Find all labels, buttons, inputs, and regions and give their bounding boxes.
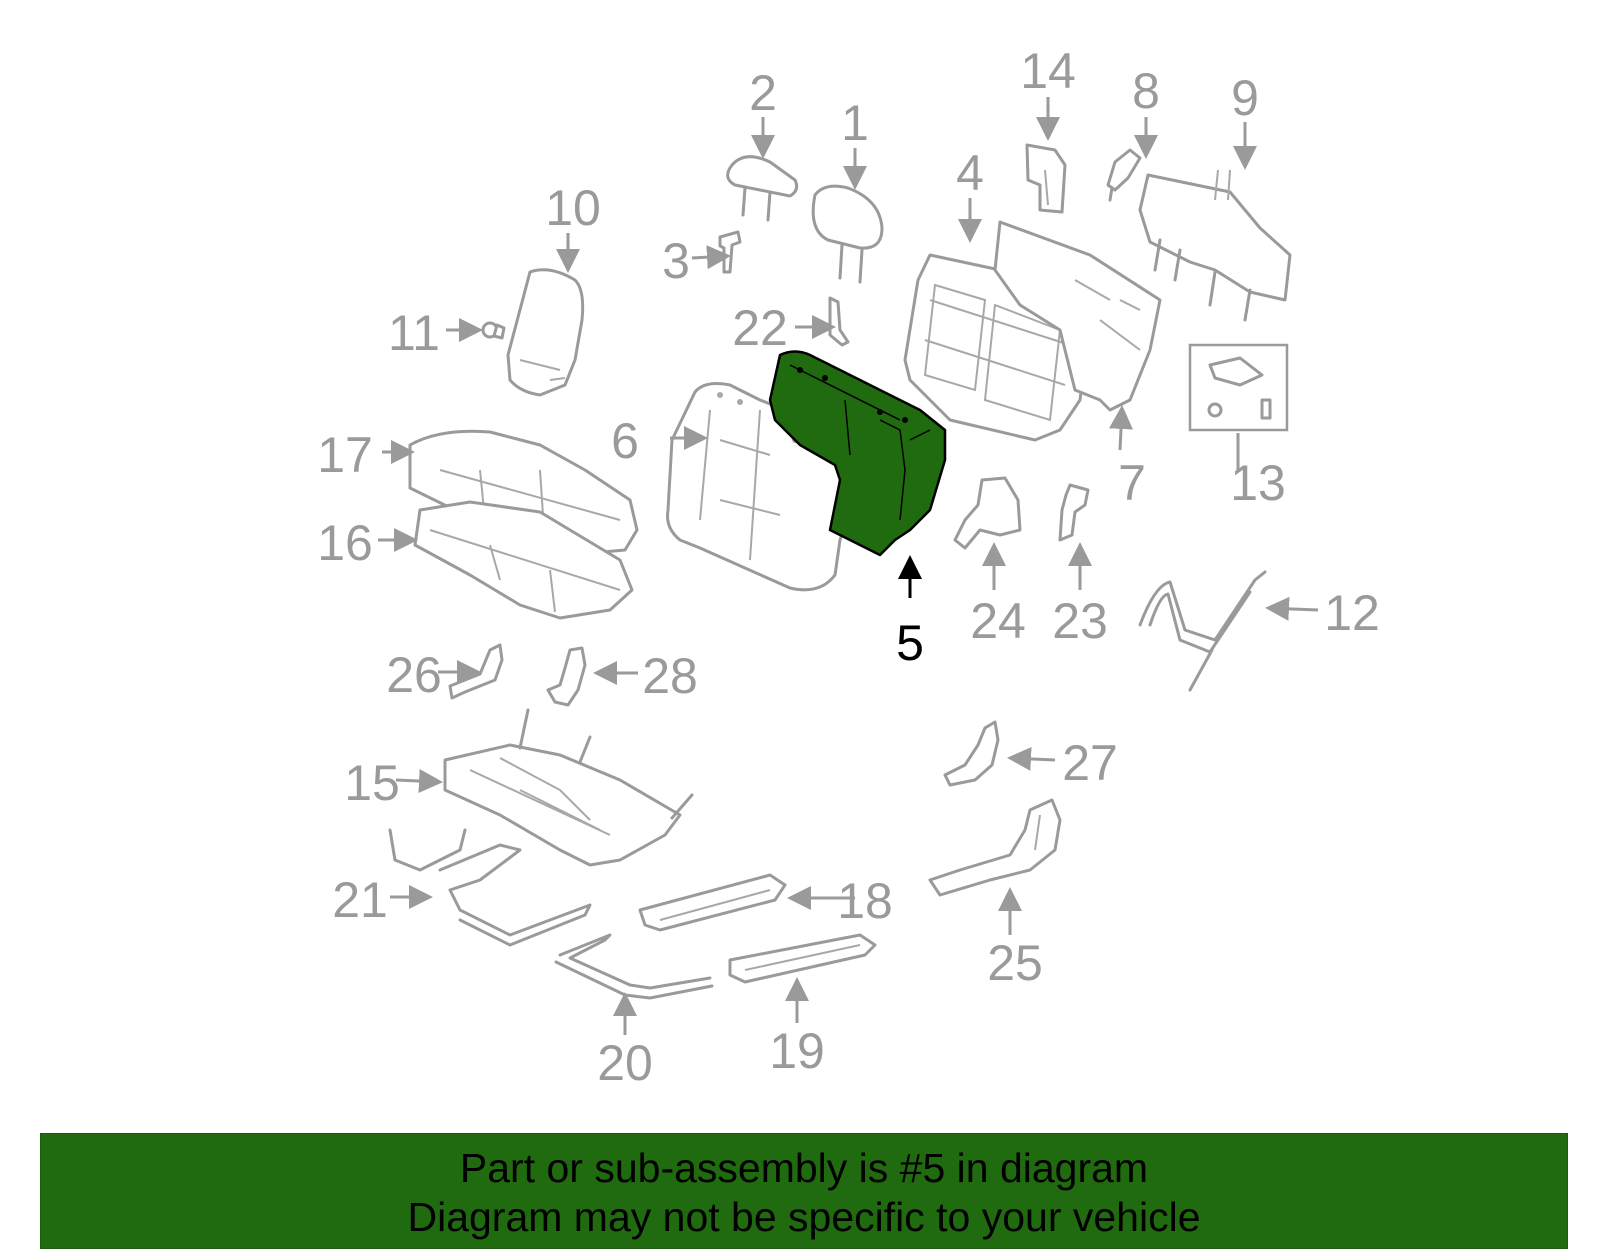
callout-9: 9 <box>1231 70 1259 126</box>
callout-16: 16 <box>317 515 373 571</box>
part-11-clip[interactable] <box>481 321 506 340</box>
callout-8: 8 <box>1132 63 1160 119</box>
callout-5: 5 <box>896 615 924 671</box>
callout-21: 21 <box>332 872 388 928</box>
callout-1: 1 <box>841 95 869 151</box>
part-15-seat-frame[interactable] <box>443 708 694 867</box>
banner-line-disclaimer: Diagram may not be specific to your vehi… <box>407 1194 1201 1240</box>
part-21-rails[interactable] <box>388 828 592 947</box>
part-1-headrest[interactable] <box>811 184 884 284</box>
banner-line-part: Part or sub-assembly is #5 in diagram <box>459 1145 1149 1191</box>
part-8-latch[interactable] <box>1106 148 1142 202</box>
callout-10: 10 <box>545 180 601 236</box>
part-20-wire[interactable] <box>554 933 714 1000</box>
callout-14: 14 <box>1020 43 1076 99</box>
part-12-wire[interactable] <box>1138 570 1267 692</box>
part-27-trim[interactable] <box>943 720 1000 787</box>
part-info-banner: Part or sub-assembly is #5 in diagram Di… <box>40 1133 1568 1249</box>
part-25-track-cover[interactable] <box>928 798 1062 897</box>
callout-12: 12 <box>1324 585 1380 641</box>
callout-20: 20 <box>597 1035 653 1091</box>
part-14-bracket[interactable] <box>1025 143 1067 214</box>
callout-19: 19 <box>769 1023 825 1079</box>
part-5-seatback-pad-highlighted[interactable] <box>768 350 947 557</box>
part-23-bracket[interactable] <box>1058 483 1090 542</box>
callout-28: 28 <box>642 648 698 704</box>
part-10-side-panel[interactable] <box>506 268 585 397</box>
part-16-cushion-pad[interactable] <box>413 500 634 620</box>
callout-26: 26 <box>386 647 442 703</box>
callout-23: 23 <box>1052 593 1108 649</box>
callout-11: 11 <box>388 305 440 361</box>
part-24-cover[interactable] <box>953 476 1022 550</box>
callout-4: 4 <box>956 145 984 201</box>
callout-13: 13 <box>1230 455 1286 511</box>
part-13-hardware-kit[interactable] <box>1188 343 1289 432</box>
callout-7: 7 <box>1118 455 1146 511</box>
seat-parts-diagram: 2 1 3 22 10 11 4 14 8 9 13 7 6 5 17 16 2… <box>317 43 1380 1091</box>
callout-25: 25 <box>987 935 1043 991</box>
callout-2: 2 <box>749 65 777 121</box>
part-22-bracket[interactable] <box>828 296 850 347</box>
callout-17: 17 <box>317 427 373 483</box>
part-2-headrest[interactable] <box>726 155 799 222</box>
part-3-guide[interactable] <box>718 230 742 274</box>
part-28-trim[interactable] <box>546 646 587 707</box>
part-18-track-rail[interactable] <box>638 873 787 932</box>
part-19-track-rail[interactable] <box>728 933 877 984</box>
part-9-rear-frame[interactable] <box>1138 169 1292 322</box>
part-7-frame-panel[interactable] <box>993 220 1162 412</box>
callout-3: 3 <box>662 233 690 289</box>
callout-27: 27 <box>1062 735 1118 791</box>
leader-lines <box>378 97 1319 1035</box>
callout-24: 24 <box>970 593 1026 649</box>
callout-6: 6 <box>611 413 639 469</box>
callout-22: 22 <box>732 300 788 356</box>
callout-18: 18 <box>837 873 893 929</box>
callout-15: 15 <box>344 755 400 811</box>
